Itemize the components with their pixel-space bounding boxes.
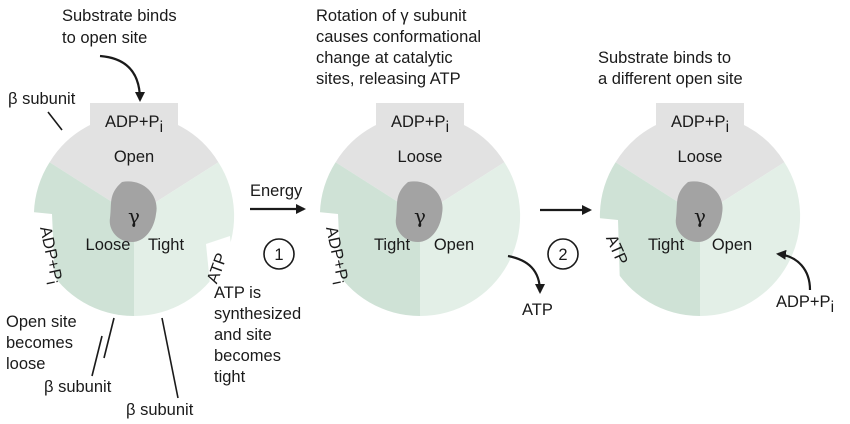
atp-synthesis-note-line: synthesized [214,305,301,323]
gamma-symbol: γ [414,204,426,228]
open-site-note-line: Open site [6,313,77,331]
step1-number-circle [263,238,295,270]
open-site-note-line: becomes [6,334,73,352]
atp-synthesis-note-line: and site [214,326,272,344]
step1-caption: Rotation of γ subunit causes conformatio… [316,7,481,88]
open-site-note-line: loose [6,355,45,373]
gamma-subunit [395,181,443,242]
bottom-right-site-label: Open [712,236,752,254]
caption-line: to open site [62,29,147,47]
substrate-binding-arrow [99,54,145,102]
caption-line: Substrate binds to [598,49,731,67]
beta-subunit-label-top: β subunit [8,90,76,108]
loose-top-sector [615,103,785,216]
complex-3-new-substrate: γ ADP+Pi Loose Tight Open ATP [598,103,801,317]
complex-2-after-rotation: γ ADP+Pi Loose Tight Open ADP+Pi [318,103,521,317]
step0-caption: Substrate binds to open site [62,7,177,47]
open-sector [700,162,801,317]
caption-line: sites, releasing ATP [316,70,461,88]
left-catalytic-site-tab [318,212,342,304]
step1-number: 1 [274,246,283,264]
beta-subunit-pointer-bottom [91,335,103,377]
beta-subunit-pointer-top [47,111,63,131]
incoming-substrate-label: ADP+Pi [776,293,834,316]
tight-sector [319,162,420,317]
left-catalytic-site-tab [598,218,620,286]
bottom-left-site-label: Loose [86,236,131,254]
top-tab-label: ADP+Pi [391,113,449,136]
caption-line: Substrate binds [62,7,177,25]
caption-line: a different open site [598,70,743,88]
open-sector [49,103,219,216]
caption-line: Rotation of γ subunit [316,7,467,25]
top-site-label: Open [114,148,154,166]
tight-sector [134,162,235,317]
incoming-substrate-arrow [776,249,812,291]
bottom-left-site-label: Tight [374,236,410,254]
atp-synthesis-note-line: becomes [214,347,281,365]
top-site-label: Loose [398,148,443,166]
bottom-left-site-label: Tight [648,236,684,254]
gamma-subunit [675,181,723,242]
caption-line: causes conformational [316,28,481,46]
beta-subunit-label-bottom-right: β subunit [126,401,194,419]
step2-number-circle [547,238,579,270]
energy-label: Energy [250,182,303,200]
beta-subunit-pointer-bottom-right [161,317,179,399]
bottom-right-site-label: Tight [148,236,184,254]
bottom-right-site-label: Open [434,236,474,254]
step2-caption: Substrate binds to a different open site [598,49,743,88]
top-tab-label: ADP+Pi [105,113,163,136]
gamma-symbol: γ [694,204,706,228]
open-site-pointer [103,317,115,359]
top-tab-label: ADP+Pi [671,113,729,136]
tight-sector [599,162,700,317]
left-catalytic-site-tab [32,212,56,304]
released-atp-label: ATP [522,301,553,319]
loose-top-sector [335,103,505,216]
open-sector [420,162,521,317]
caption-line: change at catalytic [316,49,453,67]
loose-sector [33,162,134,317]
atp-synthesis-note-line: ATP is [214,284,261,302]
top-site-label: Loose [678,148,723,166]
atp-synthesis-note-line: tight [214,368,246,386]
gamma-symbol: γ [128,204,140,228]
complex-1-initial-state: γ ADP+Pi Open Loose Tight ADP+Pi ATP [32,103,236,317]
step2-number: 2 [558,246,567,264]
gamma-subunit [109,181,157,242]
beta-subunit-label-bottom: β subunit [44,378,112,396]
right-catalytic-site-tab [206,236,236,304]
atp-release-arrow [507,254,545,294]
